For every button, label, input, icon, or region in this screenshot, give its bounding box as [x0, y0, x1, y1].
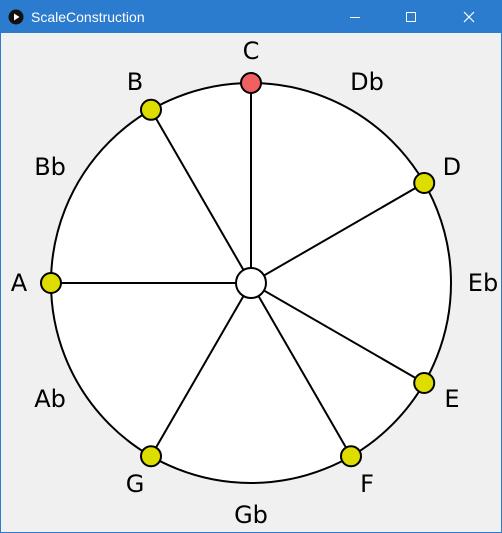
spoke-f: [250, 282, 352, 457]
note-label-f: F: [360, 470, 374, 498]
spoke-g: [150, 282, 252, 457]
close-button[interactable]: [446, 1, 492, 33]
scale-spokes: [51, 83, 425, 457]
note-label-gb: Gb: [234, 501, 268, 529]
note-label-a: A: [11, 269, 28, 297]
spoke-b: [150, 109, 252, 284]
maximize-button[interactable]: [388, 1, 434, 33]
note-label-ab: Ab: [34, 385, 66, 413]
scale-circle-canvas[interactable]: C DbD EbE F Gb G Ab A Bb B: [1, 33, 501, 533]
app-play-icon: [8, 9, 24, 25]
note-label-d: D: [443, 153, 461, 181]
note-marker-a[interactable]: [40, 272, 62, 294]
note-label-db: Db: [350, 68, 384, 96]
maximize-icon: [406, 12, 416, 22]
note-label-eb: Eb: [468, 269, 498, 297]
spoke-e: [250, 282, 425, 384]
note-marker-c[interactable]: [240, 72, 262, 94]
note-label-bb: Bb: [34, 153, 66, 181]
window-title: ScaleConstruction: [31, 9, 145, 25]
note-label-g: G: [126, 470, 145, 498]
title-bar[interactable]: ScaleConstruction: [1, 1, 501, 33]
note-marker-f[interactable]: [340, 445, 362, 468]
note-labels: C DbD EbE F Gb G Ab A Bb B: [11, 37, 498, 529]
note-label-e: E: [444, 385, 459, 413]
center-node[interactable]: [235, 267, 267, 299]
close-icon: [463, 11, 475, 23]
note-marker-g[interactable]: [140, 445, 162, 468]
note-marker-d[interactable]: [413, 172, 436, 194]
spoke-d: [250, 182, 425, 284]
note-markers[interactable]: [40, 72, 436, 468]
minimize-button[interactable]: [332, 1, 378, 33]
note-label-c: C: [243, 37, 260, 65]
note-label-b: B: [127, 68, 143, 96]
note-marker-e[interactable]: [413, 372, 436, 394]
note-marker-b[interactable]: [140, 98, 162, 121]
minimize-icon: [350, 17, 360, 18]
